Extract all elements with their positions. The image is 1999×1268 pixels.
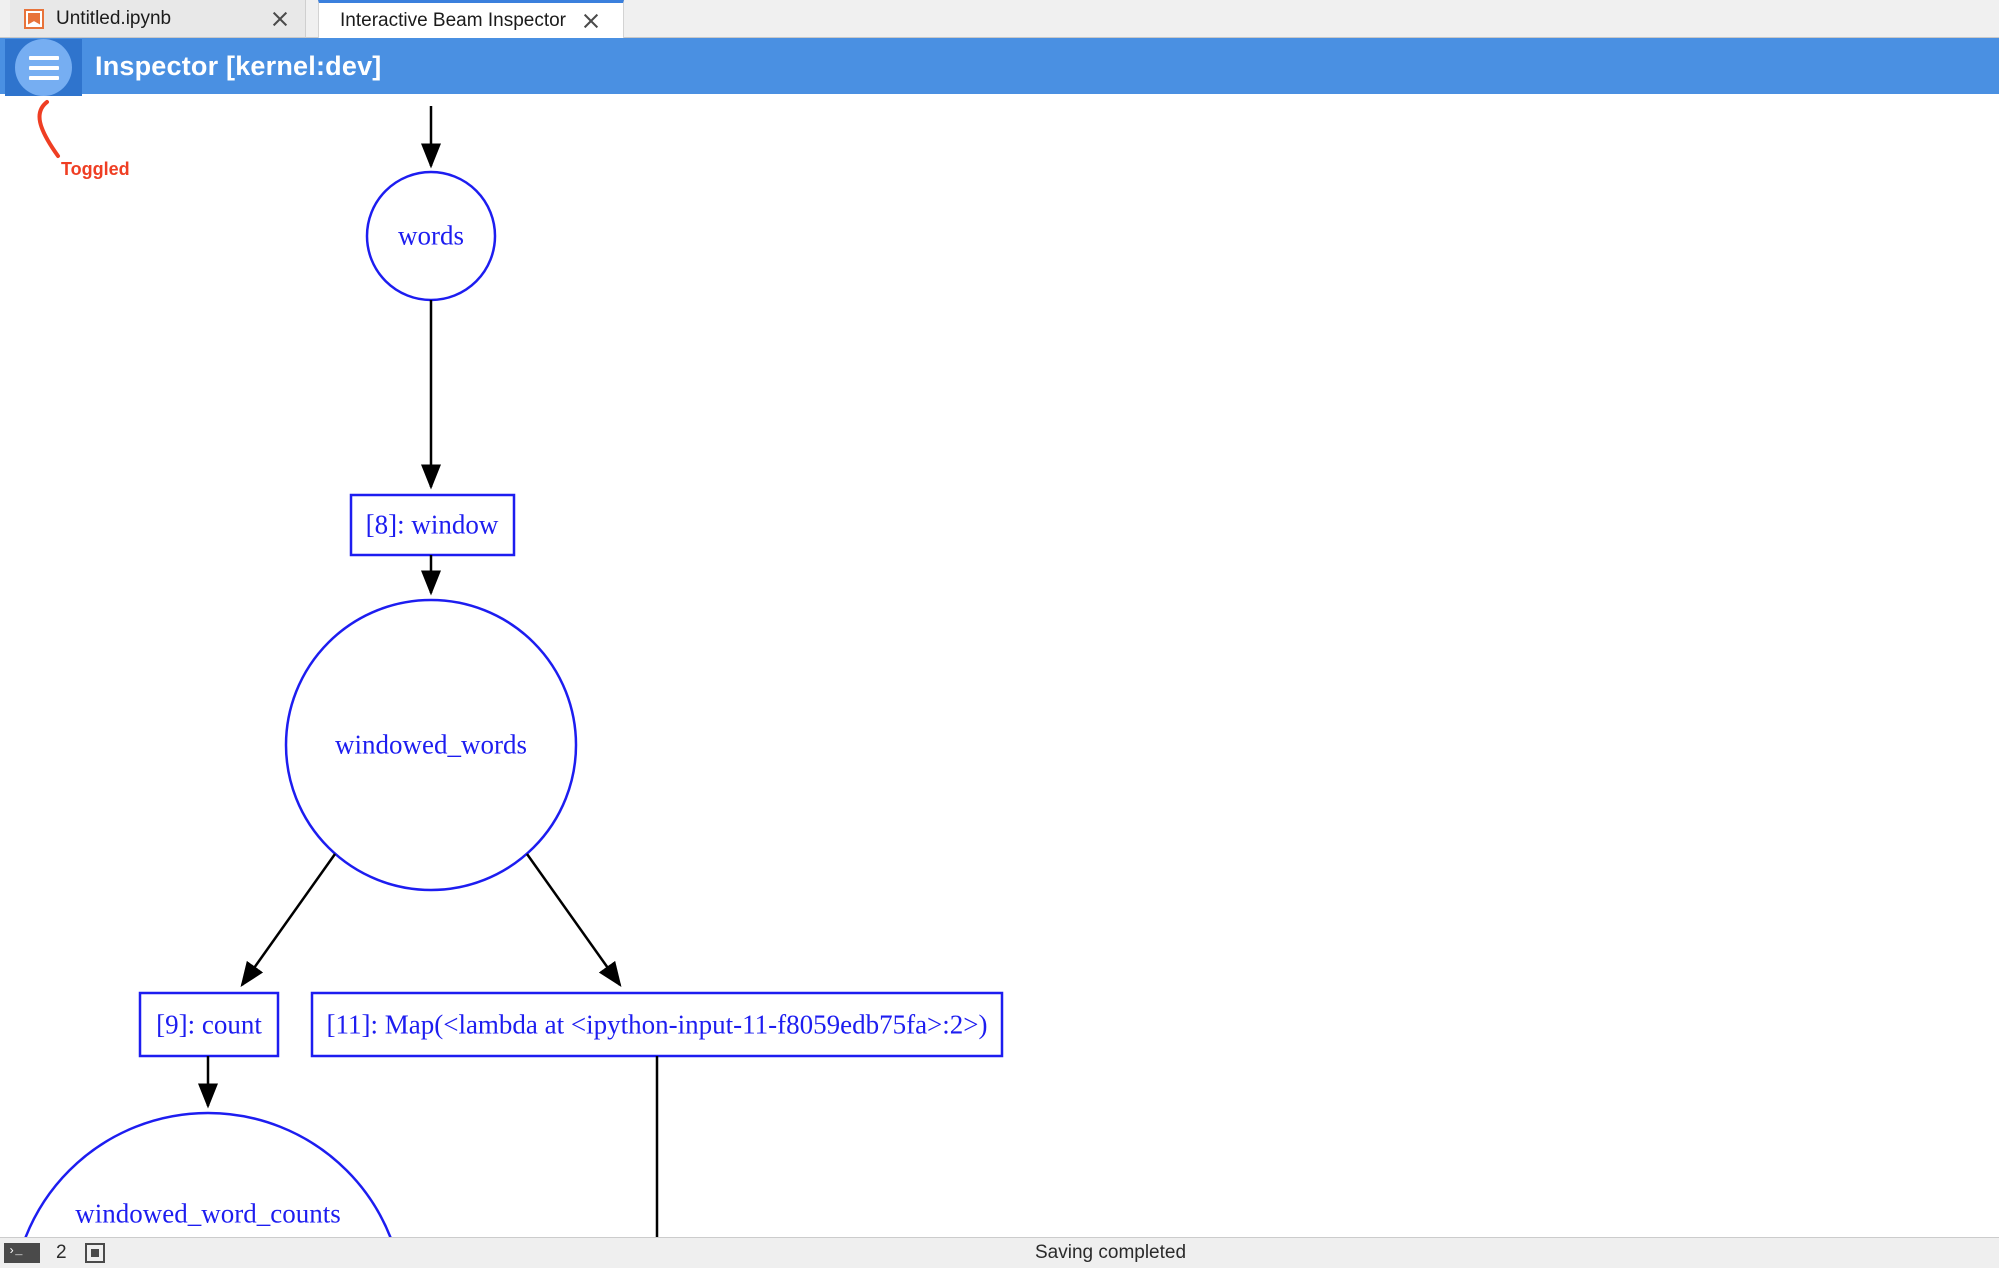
node-window <box>349 493 516 557</box>
hamburger-menu-button[interactable] <box>5 39 82 96</box>
annotation-arrow <box>37 100 60 158</box>
pipeline-graph-canvas[interactable]: words [8]: window windowed_words [9]: co… <box>0 94 1999 1237</box>
status-message: Saving completed <box>1035 1242 1187 1263</box>
page-title: Inspector [kernel:dev] <box>95 51 382 81</box>
node-map <box>310 991 1004 1058</box>
annotation-label: Toggled <box>61 159 130 179</box>
node-windowed-words <box>284 598 578 892</box>
close-icon[interactable] <box>269 8 291 30</box>
tab-bar: Untitled.ipynb Interactive Beam Inspecto… <box>0 0 1999 38</box>
close-icon[interactable] <box>580 10 602 32</box>
hamburger-icon <box>15 39 72 96</box>
node-words <box>365 170 497 302</box>
notebook-icon <box>24 8 44 29</box>
node-count <box>138 991 280 1058</box>
tab-untitled-ipynb[interactable]: Untitled.ipynb <box>10 0 306 38</box>
chip-icon[interactable] <box>84 1243 105 1263</box>
tab-label: Untitled.ipynb <box>56 7 172 29</box>
node-windowed-word-counts <box>24 1111 392 1237</box>
inspector-header <box>0 38 1999 94</box>
pipeline-graph-svg <box>24 100 1004 1237</box>
edge-windowed-words-count <box>240 853 337 988</box>
tab-interactive-beam-inspector[interactable]: Interactive Beam Inspector <box>318 0 624 38</box>
status-bar: 2 Saving completed <box>0 1237 1999 1268</box>
terminal-icon[interactable] <box>4 1243 40 1263</box>
tab-label: Interactive Beam Inspector <box>340 9 566 31</box>
kernel-count: 2 <box>56 1242 67 1263</box>
edge-windowed-words-map <box>525 853 622 988</box>
